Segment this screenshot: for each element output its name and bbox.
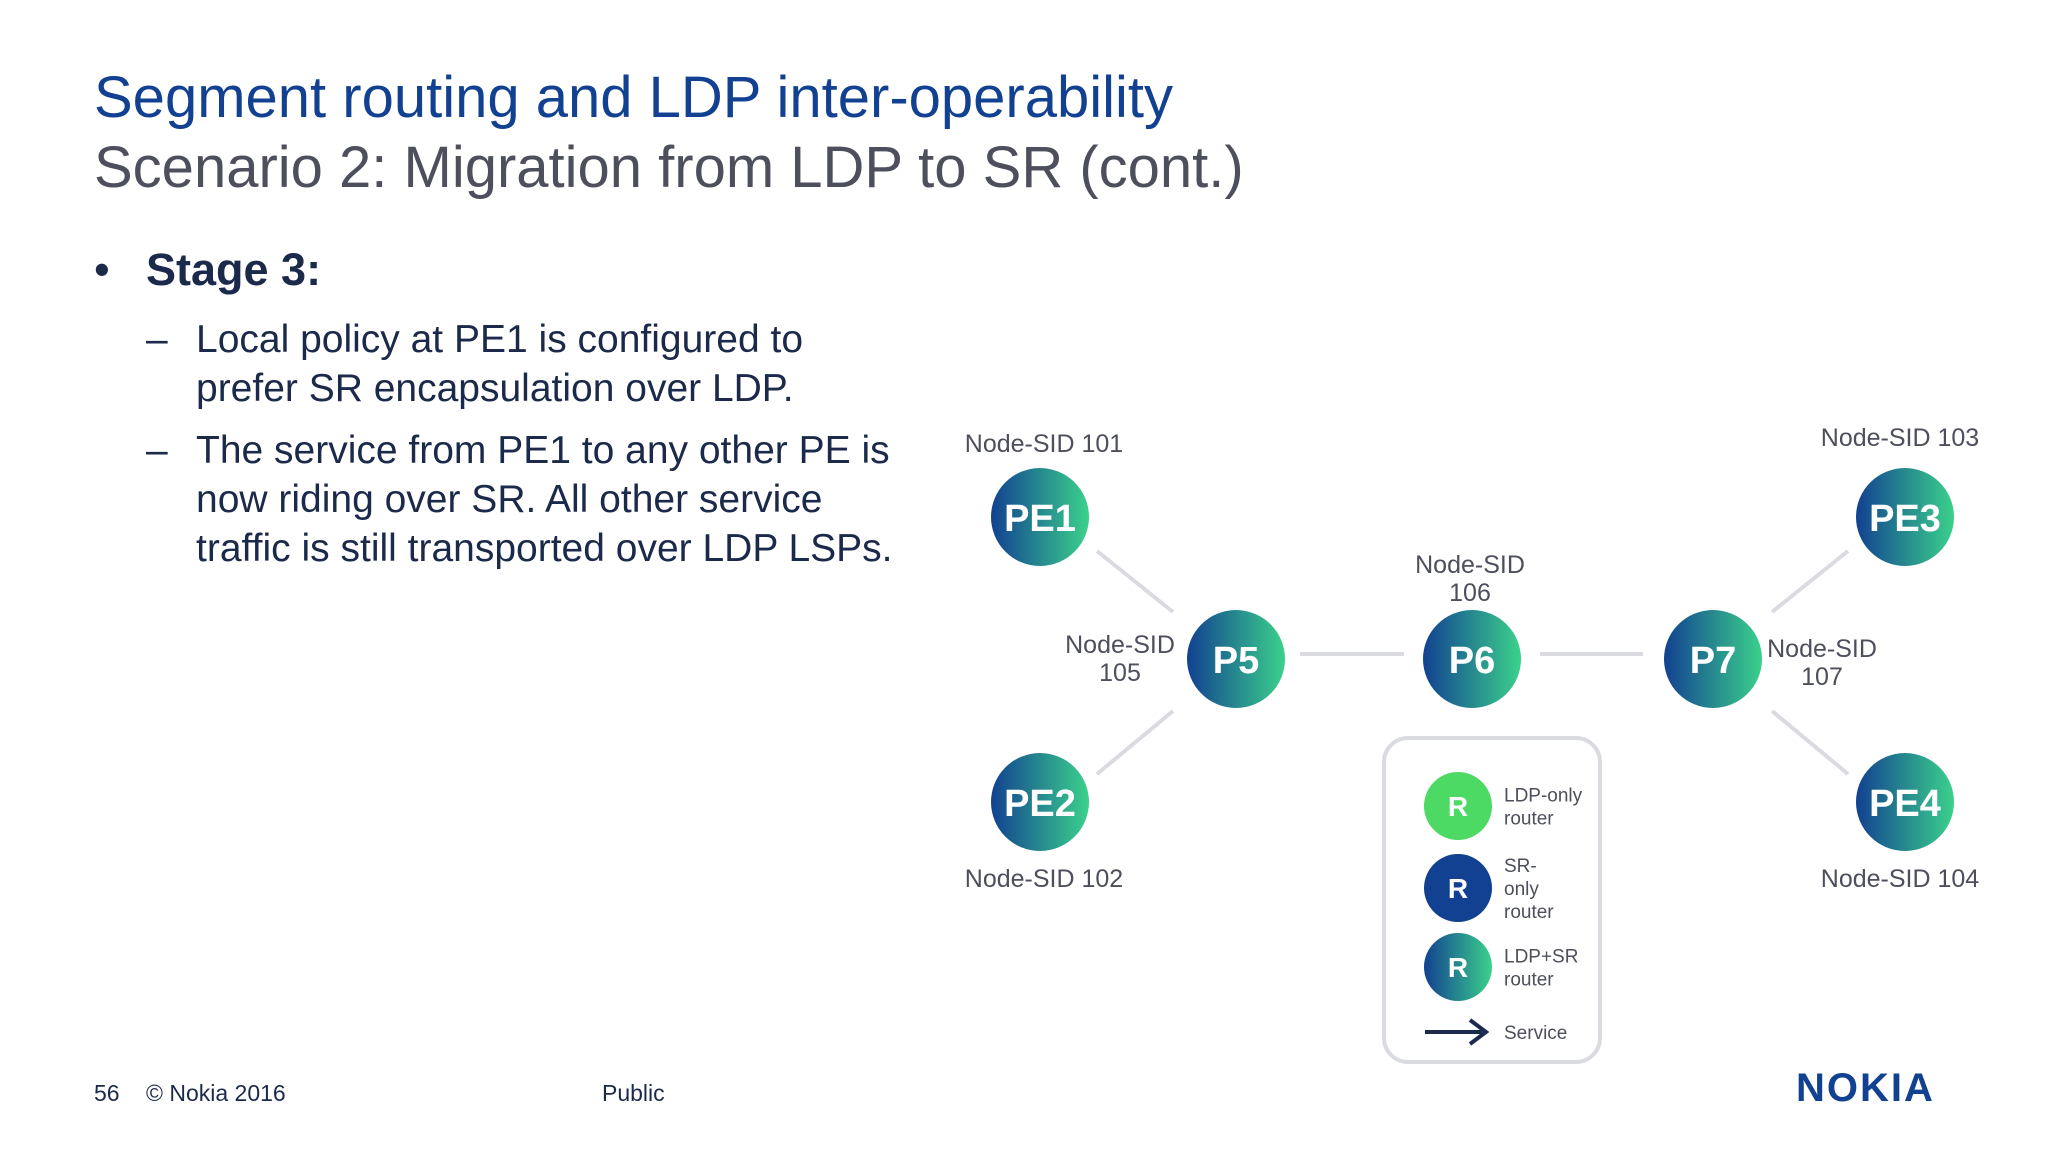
bullet-heading: • Stage 3: (94, 244, 321, 296)
node-sid-label: Node-SID (1415, 551, 1525, 579)
node-p7: P7 (1664, 610, 1762, 708)
legend-item-service: Service (1425, 1018, 1567, 1046)
node-pe3: PE3 (1856, 468, 1954, 566)
legend-label: router (1504, 902, 1554, 923)
node-sid-label: Node-SID 104 (1821, 865, 1980, 893)
legend-label: router (1504, 809, 1554, 830)
legend-router-icon (1424, 854, 1492, 922)
node-pe2: PE2 (991, 753, 1089, 851)
link-p7-pe3 (1770, 549, 1850, 614)
legend-label: router (1504, 970, 1554, 991)
nokia-logo: NOKIA (1796, 1066, 1935, 1110)
node-sid-label: 106 (1449, 579, 1491, 607)
sub-bullet-text: Local policy at PE1 is configured to pre… (196, 318, 804, 410)
legend-label: Service (1504, 1023, 1567, 1044)
legend-router-icon (1424, 933, 1492, 1001)
node-circle (1187, 610, 1285, 708)
node-sid-label: 105 (1099, 659, 1141, 687)
node-label: PE4 (1869, 783, 1941, 825)
legend-symbol: R (1448, 791, 1468, 822)
node-sid-label: 107 (1801, 663, 1843, 691)
bullet-marker: • (94, 244, 110, 295)
arrow-head-icon (1468, 1018, 1490, 1046)
node-label: P5 (1213, 640, 1259, 682)
node-circle (991, 468, 1089, 566)
legend-label: SR- (1504, 856, 1537, 877)
node-p6: P6 (1423, 610, 1521, 708)
node-sid-label: Node-SID (1767, 635, 1877, 663)
node-circle (1664, 610, 1762, 708)
node-pe4: PE4 (1856, 753, 1954, 851)
sub-bullet-text: The service from PE1 to any other PE is … (196, 429, 893, 570)
slide-title: Segment routing and LDP inter-operabilit… (94, 65, 1174, 130)
node-label: P6 (1449, 640, 1495, 682)
node-sid-label: Node-SID 103 (1821, 424, 1979, 452)
node-circle (1423, 610, 1521, 708)
legend-router-icon (1424, 772, 1492, 840)
link-pe1-p5 (1095, 549, 1175, 614)
bullet-heading-text: Stage 3: (146, 244, 322, 295)
dash-marker: – (146, 318, 168, 361)
legend-symbol: R (1448, 873, 1468, 904)
link-p7-pe4 (1770, 709, 1850, 776)
node-label: PE1 (1004, 498, 1076, 540)
node-p5: P5 (1187, 610, 1285, 708)
node-sid-label: Node-SID 102 (965, 865, 1123, 893)
node-pe1: PE1 (991, 468, 1089, 566)
node-label: P7 (1690, 640, 1736, 682)
page-number: 56 (94, 1080, 120, 1106)
sub-bullet-1: – Local policy at PE1 is configured to p… (146, 315, 803, 413)
node-label: PE3 (1869, 498, 1941, 540)
node-label: PE2 (1004, 783, 1076, 825)
node-circle (1856, 468, 1954, 566)
legend-label: LDP+SR (1504, 947, 1578, 968)
classification: Public (602, 1080, 665, 1106)
legend-label: LDP-only (1504, 786, 1583, 807)
dash-marker: – (146, 429, 168, 472)
node-circle (991, 753, 1089, 851)
legend-label: only (1504, 879, 1539, 900)
node-sid-label: Node-SID (1065, 631, 1175, 659)
copyright: © Nokia 2016 (146, 1080, 286, 1106)
node-sid-label: Node-SID 101 (965, 430, 1123, 458)
slide-subtitle: Scenario 2: Migration from LDP to SR (co… (94, 135, 1244, 200)
link-pe2-p5 (1095, 709, 1175, 776)
sub-bullet-2: – The service from PE1 to any other PE i… (146, 426, 893, 573)
legend-symbol: R (1448, 952, 1468, 983)
node-circle (1856, 753, 1954, 851)
